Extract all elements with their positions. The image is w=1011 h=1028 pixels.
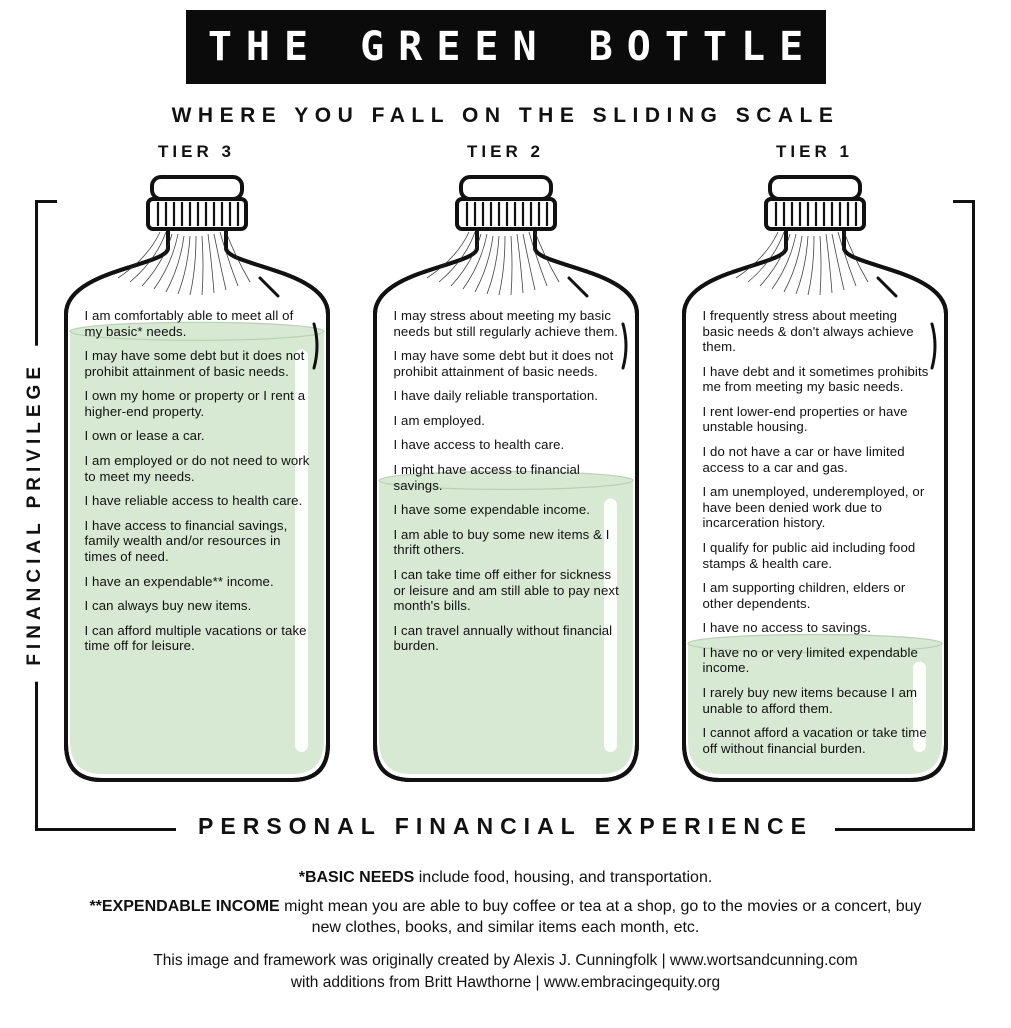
left-axis-label: FINANCIAL PRIVILEGE (23, 346, 47, 682)
bottle-statement: I may stress about meeting my basic need… (393, 308, 619, 339)
glass-reflection-mark (621, 322, 627, 370)
credits: This image and framework was originally … (0, 950, 1011, 993)
bottle-statement: I own my home or property or I rent a hi… (84, 388, 306, 419)
bottle-statement: I have no access to savings. (702, 620, 871, 636)
neck-hatching (735, 231, 868, 296)
title-banner: THE GREEN BOTTLE (185, 10, 826, 84)
footnote-expendable-income-text: might mean you are able to buy coffee or… (279, 897, 922, 936)
tier-2-column: TIER 2 (371, 142, 641, 784)
bottle-cap (454, 175, 557, 231)
bottle-statement: I have daily reliable transportation. (393, 388, 599, 404)
glass-reflection-mark (567, 276, 588, 298)
bottle-statement: I am employed or do not need to work to … (84, 453, 310, 484)
tier-1-column: TIER 1 (680, 142, 950, 784)
footnote-basic-needs-text: include food, housing, and transportatio… (414, 869, 713, 886)
bottom-axis: PERSONAL FINANCIAL EXPERIENCE (0, 813, 1011, 840)
bottle-statement: I have reliable access to health care. (84, 493, 303, 509)
bottle-statement: I own or lease a car. (84, 428, 205, 444)
bottle-statement: I have no or very limited expendable inc… (702, 644, 918, 676)
bottle-statement: I can take time off either for sickness … (393, 566, 619, 614)
bottle-statement: I may have some debt but it does not pro… (393, 348, 614, 379)
bottle-statement: I am employed. (393, 412, 486, 428)
tier-2-statements: I may stress about meeting my basic need… (394, 308, 622, 663)
page-title: THE GREEN BOTTLE (207, 24, 818, 70)
bottle-cap (763, 175, 866, 231)
tier-3-statements: I am comfortably able to meet all of my … (85, 308, 313, 663)
bottle-statement: I have an expendable** income. (84, 573, 274, 589)
footnotes: *BASIC NEEDS include food, housing, and … (0, 868, 1011, 994)
bottle-statement: I might have access to financial savings… (393, 462, 580, 493)
bottle-statement: I can afford multiple vacations or take … (84, 622, 307, 654)
tier-1-label: TIER 1 (776, 142, 853, 161)
tiers-row: TIER 3 (0, 142, 1011, 784)
footnote-expendable-income: **EXPENDABLE INCOME might mean you are a… (78, 897, 933, 939)
bottle-statement: I rent lower-end properties or have unst… (702, 403, 908, 435)
bottle-statement: I qualify for public aid including food … (702, 539, 916, 571)
tier-1-statements: I frequently stress about meeting basic … (703, 308, 931, 765)
neck-hatching (426, 231, 559, 296)
bottle-graphic (681, 175, 948, 782)
bottle-statement: I can travel annually without financial … (393, 622, 613, 654)
liquid (68, 321, 325, 774)
bottle-statement: I am unemployed, underemployed, or have … (702, 484, 925, 531)
glass-reflection-mark (876, 276, 897, 298)
tier-3-label: TIER 3 (158, 142, 235, 161)
footnote-basic-needs-term: *BASIC NEEDS (298, 869, 415, 886)
bottle-cap (145, 175, 248, 231)
footnote-basic-needs: *BASIC NEEDS include food, housing, and … (0, 868, 1011, 889)
bottle-statement: I can always buy new items. (84, 598, 252, 614)
bottle-statement: I may have some debt but it does not pro… (84, 348, 305, 379)
tier-3-column: TIER 3 (62, 142, 332, 784)
neck-hatching (117, 231, 250, 296)
bottle-statement: I cannot afford a vacation or take time … (702, 725, 927, 756)
bottle-statement: I have debt and it sometimes prohibits m… (702, 363, 929, 395)
bottle-graphic (63, 175, 330, 782)
tier-2-label: TIER 2 (467, 142, 544, 161)
bottle-statement: I have access to financial savings, fami… (84, 517, 288, 564)
glass-reflection-mark (258, 276, 279, 298)
bottle-statement: I have some expendable income. (393, 502, 591, 518)
glass-reflection-mark (312, 322, 318, 370)
liquid (686, 633, 943, 774)
bottle-statement: I rarely buy new items because I am unab… (702, 684, 918, 716)
tier-3-bottle: I am comfortably able to meet all of my … (62, 174, 332, 784)
credit-line-1: This image and framework was originally … (153, 952, 858, 970)
bottom-axis-label: PERSONAL FINANCIAL EXPERIENCE (176, 813, 835, 840)
bottle-statement: I am comfortably able to meet all of my … (84, 308, 294, 339)
bottle-statement: I have access to health care. (393, 437, 565, 453)
footnote-expendable-income-term: **EXPENDABLE INCOME (89, 897, 280, 915)
tier-1-bottle: I frequently stress about meeting basic … (680, 174, 950, 784)
page-subtitle: WHERE YOU FALL ON THE SLIDING SCALE (171, 104, 840, 127)
bottle-graphic (372, 175, 639, 782)
bottle-statement: I frequently stress about meeting basic … (702, 308, 914, 355)
bottle-statement: I am supporting children, elders or othe… (702, 580, 906, 611)
right-axis-bracket (953, 200, 975, 828)
bottle-statement: I am able to buy some new items & I thri… (393, 526, 610, 558)
bottle-statement: I do not have a car or have limited acce… (702, 444, 905, 475)
liquid (377, 470, 634, 774)
left-axis: FINANCIAL PRIVILEGE (12, 200, 58, 828)
tier-2-bottle: I may stress about meeting my basic need… (371, 174, 641, 784)
glass-reflection-mark (930, 322, 936, 370)
credit-line-2: with additions from Britt Hawthorne | ww… (290, 974, 721, 992)
